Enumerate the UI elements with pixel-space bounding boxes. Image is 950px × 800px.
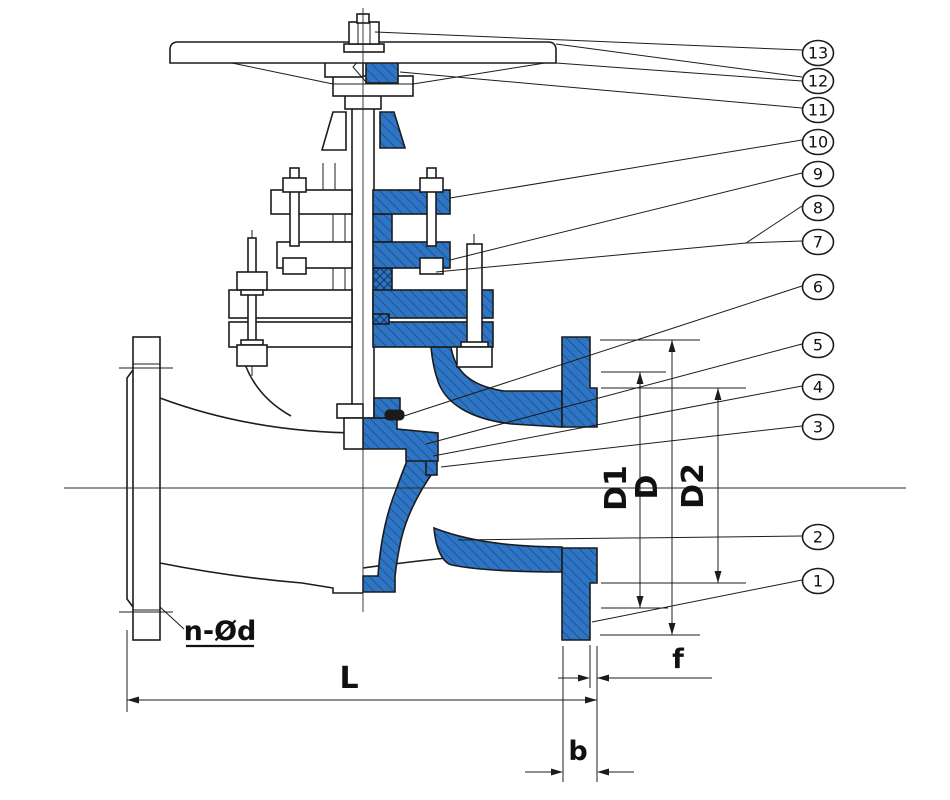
bonnet-nut-left-bottom <box>236 344 268 367</box>
outlet-flange-upper-section <box>561 336 598 428</box>
balloon-2-number: 2 <box>813 528 823 547</box>
handwheel-spoke-right <box>412 62 546 85</box>
balloon-11-number: 11 <box>808 101 828 120</box>
bonnet-nut-right <box>456 346 493 368</box>
balloon-4: 4 <box>801 373 835 401</box>
leader-13 <box>374 31 803 51</box>
gland-bolt-right <box>426 167 437 247</box>
stuffing-box-wall-section <box>372 213 393 243</box>
dim-label-f: f <box>672 644 684 675</box>
balloon-7: 7 <box>801 228 835 256</box>
leader-4 <box>432 385 803 457</box>
dimensions: D1 D D2 L f b n- <box>126 339 746 782</box>
gland-bolt-right-head <box>419 177 444 193</box>
balloon-10: 10 <box>801 128 835 156</box>
leader-6 <box>403 285 803 417</box>
balloon-10-number: 10 <box>808 133 828 152</box>
bonnet-stud-right <box>466 243 483 348</box>
leader-3 <box>440 425 803 468</box>
handwheel-spoke-left <box>231 62 334 85</box>
gland-nut-right <box>419 257 444 275</box>
balloon-callouts: 13 12 11 10 9 8 7 6 5 4 3 2 1 <box>801 39 835 595</box>
balloon-4-number: 4 <box>813 378 823 397</box>
balloon-5-number: 5 <box>813 336 823 355</box>
balloon-8-number: 8 <box>813 199 823 218</box>
balloon-1-number: 1 <box>813 572 823 591</box>
dim-label-D: D <box>630 475 665 500</box>
balloon-11: 11 <box>801 96 835 124</box>
handwheel-rim-far-edge <box>555 43 803 78</box>
body-bottom-outline <box>159 562 363 594</box>
yoke-bushing-section <box>379 111 407 149</box>
handwheel-assembly <box>169 13 803 97</box>
balloon-6-number: 6 <box>813 278 823 297</box>
handwheel-washer <box>343 43 385 53</box>
valve-section-view <box>228 111 598 641</box>
leader-9 <box>449 172 803 261</box>
gland-follower-section <box>372 241 451 269</box>
bonnet-neck-section <box>430 346 563 428</box>
balloon-1: 1 <box>801 567 835 595</box>
fasteners <box>236 167 493 376</box>
balloon-13-number: 13 <box>808 44 828 63</box>
yoke-bushing-outline <box>320 111 347 151</box>
bonnet-gasket-section <box>372 313 390 325</box>
leader-11 <box>399 71 803 109</box>
dim-label-L: L <box>339 661 358 696</box>
balloon-12: 12 <box>801 67 835 95</box>
handwheel-rim-near-edge <box>555 62 803 82</box>
leader-5 <box>425 343 803 445</box>
balloon-9-number: 9 <box>813 165 823 184</box>
leader-7 <box>745 240 803 244</box>
balloon-2: 2 <box>801 523 835 551</box>
leader-8 <box>435 205 803 273</box>
disc-outline <box>343 417 364 450</box>
dim-label-b: b <box>568 736 587 767</box>
leader-10 <box>449 139 803 199</box>
balloon-6: 6 <box>801 273 835 301</box>
stem-pin <box>384 409 405 421</box>
balloon-3-number: 3 <box>813 418 823 437</box>
body-lower-wall-section <box>433 526 563 573</box>
balloon-5: 5 <box>801 331 835 359</box>
inlet-flange-raised-face <box>126 369 134 608</box>
disc-section <box>362 417 439 462</box>
backseat-outline <box>336 403 364 419</box>
leader-lines <box>374 31 803 623</box>
dim-label-D2: D2 <box>676 463 711 509</box>
body-partition-section <box>362 443 437 593</box>
balloon-9: 9 <box>801 160 835 188</box>
balloon-3: 3 <box>801 413 835 441</box>
handwheel-nut <box>348 21 380 45</box>
valve-body-outline-view <box>119 86 482 641</box>
body-top-outline <box>159 397 364 434</box>
balloon-7-number: 7 <box>813 233 823 252</box>
gland-flange-outline <box>270 189 353 215</box>
bonnet-nut-left-top <box>236 271 268 291</box>
bonnet-washer-left <box>240 289 264 296</box>
gland-flange-section <box>372 189 451 215</box>
leader-1 <box>591 579 803 623</box>
leader-2 <box>457 535 803 541</box>
leader-bolt-pattern <box>159 606 185 630</box>
dim-label-D1: D1 <box>599 465 634 511</box>
inlet-flange <box>132 336 161 641</box>
balloon-12-number: 12 <box>808 72 828 91</box>
dim-label-bolt-pattern: n-Ød <box>184 616 257 647</box>
gland-bolt-left <box>289 167 300 247</box>
balloon-13: 13 <box>801 39 835 67</box>
outlet-flange-lower-section <box>561 547 598 641</box>
balloon-8: 8 <box>801 194 835 222</box>
gland-bolt-left-head <box>282 177 307 193</box>
gland-nut-left <box>282 257 307 275</box>
